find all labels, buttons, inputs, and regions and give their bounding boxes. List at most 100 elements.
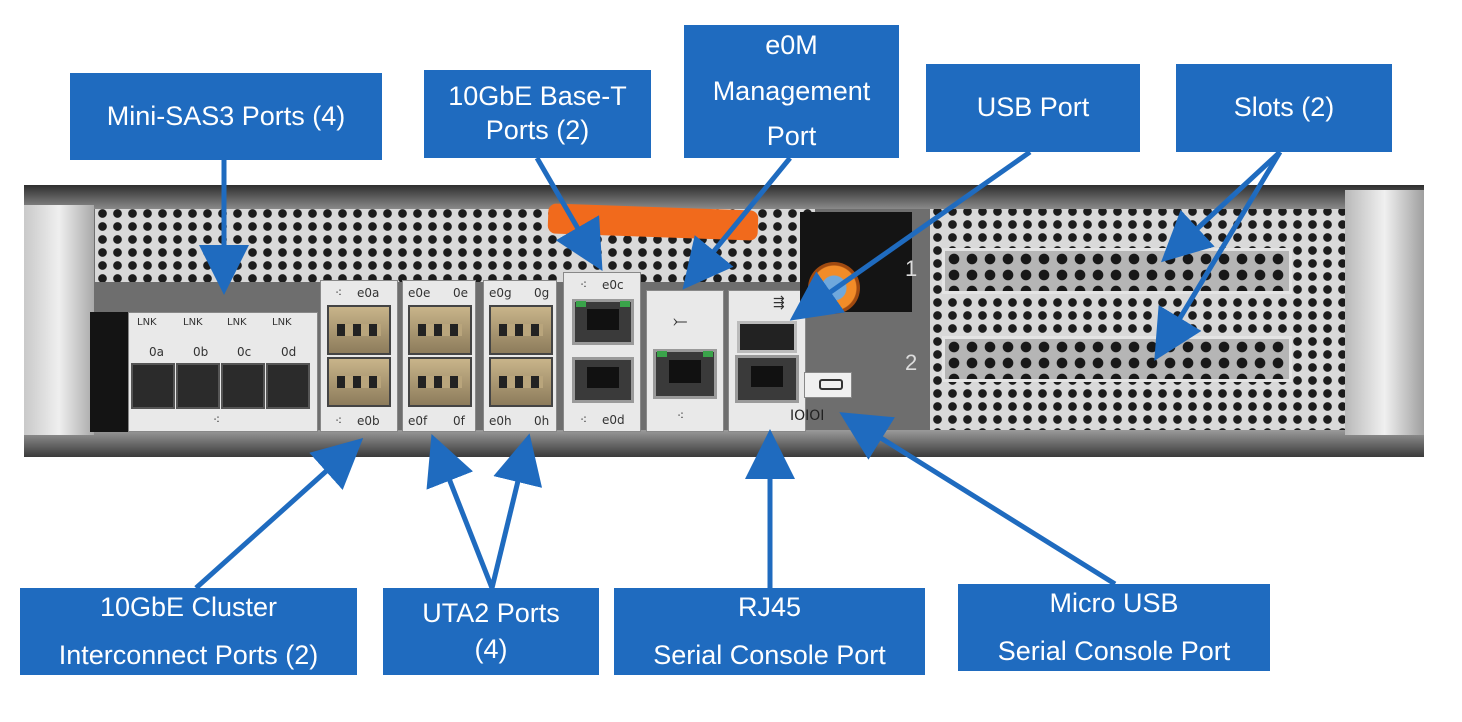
usb-icon: ⇶ — [773, 295, 785, 311]
usb-port — [737, 321, 797, 353]
usb-console-block: ⇶ — [728, 290, 806, 432]
left-mounting-ear — [24, 205, 94, 435]
port-label-e0h: e0h — [489, 414, 512, 428]
network-icon: ⁖ — [580, 278, 588, 292]
cluster-port-block: ⁖ e0a ⁖ e0b — [320, 280, 398, 432]
link-led — [703, 351, 713, 357]
port-label-e0e: e0e — [408, 286, 431, 300]
micro-usb-serial-console-port — [804, 372, 852, 398]
callout-text: Micro USB — [1049, 588, 1179, 619]
arrow-cluster — [194, 437, 364, 590]
sas-port-0a — [131, 363, 175, 409]
callout-slots: Slots (2) — [1176, 64, 1392, 152]
arrow-usb — [789, 149, 1032, 321]
callout-text: Serial Console Port — [997, 635, 1231, 666]
callout-text: Ports (2) — [485, 115, 590, 145]
link-led — [576, 301, 586, 307]
sas-lnk-label: LNK — [137, 317, 157, 328]
pcie-slot-1 — [942, 248, 1292, 294]
callout-text: 10GbE Cluster — [99, 592, 278, 623]
callout-10gbe-base-t-ports: 10GbE Base-T Ports (2) — [424, 70, 651, 158]
sas-port-label-0d: 0d — [281, 345, 297, 359]
callout-text: Port — [766, 121, 817, 152]
port-label-e0c: e0c — [602, 278, 624, 292]
sas-lnk-label: LNK — [272, 317, 292, 328]
sas-port-label-0a: 0a — [149, 345, 164, 359]
sfp-cage-e0f — [408, 357, 472, 407]
callout-text: UTA2 Ports — [422, 598, 560, 629]
arrow-micro-usb — [839, 412, 1117, 587]
base-t-port-block: ⁖ e0c ⁖ e0d — [563, 272, 641, 432]
callout-text: 10GbE Base-T — [448, 81, 627, 112]
network-icon: ⁖ — [580, 413, 588, 427]
callout-text: Serial Console Port — [653, 639, 886, 670]
slot-number-1: 1 — [905, 256, 918, 281]
arrow-e0m — [682, 156, 792, 290]
sfp-cage-e0g — [489, 305, 553, 355]
network-icon: ⁖ — [677, 409, 685, 423]
sas-lnk-label: LNK — [183, 317, 203, 328]
uta2-port-block-2: e0g 0g e0h 0h — [483, 280, 557, 432]
vent-mesh-right — [930, 205, 1345, 430]
right-mounting-ear — [1345, 190, 1424, 435]
port-label-e0g: e0g — [489, 286, 512, 300]
arrow-uta2-1 — [426, 434, 495, 589]
uta2-port-block-1: e0e 0e e0f 0f — [402, 280, 476, 432]
arrow-base-t — [534, 156, 603, 271]
arrow-uta2-2 — [489, 433, 543, 589]
port-label-0f: 0f — [453, 414, 465, 428]
port-label-e0a: e0a — [357, 286, 380, 300]
serial-glyph: IOIOI — [790, 408, 825, 424]
sfp-cage-e0b — [327, 357, 391, 407]
sas-lnk-label: LNK — [227, 317, 247, 328]
callout-text: (4) — [474, 633, 508, 664]
callout-text: e0M — [765, 29, 818, 60]
sas-port-label-0c: 0c — [237, 345, 252, 359]
slot-number-2: 2 — [905, 350, 918, 375]
callout-text: Slots (2) — [1233, 92, 1335, 123]
pcie-slot-2 — [942, 336, 1292, 382]
callout-uta2-ports: UTA2 Ports (4) — [383, 588, 599, 675]
port-label-0h: 0h — [534, 414, 550, 428]
rj45-port-e0d — [572, 357, 634, 403]
callout-usb-port: USB Port — [926, 64, 1140, 152]
callout-text: USB Port — [976, 92, 1090, 123]
sas-port-0b — [176, 363, 220, 409]
e0m-port-block: ⤚ ⁖ — [646, 290, 724, 432]
callout-e0m-management-port: e0M Management Port — [684, 25, 899, 158]
sas-port-block: LNK LNK LNK LNK 0a 0b 0c 0d ⁖ — [128, 312, 318, 432]
sas-port-0c — [221, 363, 265, 409]
sfp-cage-e0h — [489, 357, 553, 407]
port-label-0e: 0e — [453, 286, 469, 300]
arrow-slots-2 — [1154, 150, 1283, 361]
network-icon: ⁖ — [335, 286, 343, 300]
port-label-e0d: e0d — [602, 413, 625, 427]
sfp-cage-e0a — [327, 305, 391, 355]
link-led — [620, 301, 630, 307]
arrow-slots-1 — [1160, 150, 1282, 263]
rj45-serial-console-port — [735, 355, 799, 403]
callout-micro-usb-serial-console-port: Micro USB Serial Console Port — [958, 584, 1270, 671]
port-label-0g: 0g — [534, 286, 550, 300]
callout-text: Interconnect Ports (2) — [58, 639, 319, 670]
top-rail — [24, 185, 1424, 209]
callout-text: Mini-SAS3 Ports (4) — [106, 100, 346, 131]
callout-rj45-serial-console-port: RJ45 Serial Console Port — [614, 588, 925, 675]
callout-10gbe-cluster-interconnect-ports: 10GbE Cluster Interconnect Ports (2) — [20, 588, 357, 675]
wrench-icon: ⤚ — [673, 311, 688, 332]
network-icon: ⁖ — [335, 414, 343, 428]
callout-mini-sas3-ports: Mini-SAS3 Ports (4) — [70, 73, 382, 160]
rj45-port-e0m — [653, 349, 717, 399]
sfp-cage-e0e — [408, 305, 472, 355]
callout-text: RJ45 — [737, 592, 802, 623]
callout-text: Management — [712, 75, 871, 106]
bottom-rail — [24, 430, 1424, 457]
sas-bezel — [90, 312, 132, 432]
port-label-e0f: e0f — [408, 414, 428, 428]
sas-port-label-0b: 0b — [193, 345, 209, 359]
network-icon: ⁖ — [213, 413, 221, 427]
sas-port-0d — [266, 363, 310, 409]
port-label-e0b: e0b — [357, 414, 380, 428]
link-led — [657, 351, 667, 357]
